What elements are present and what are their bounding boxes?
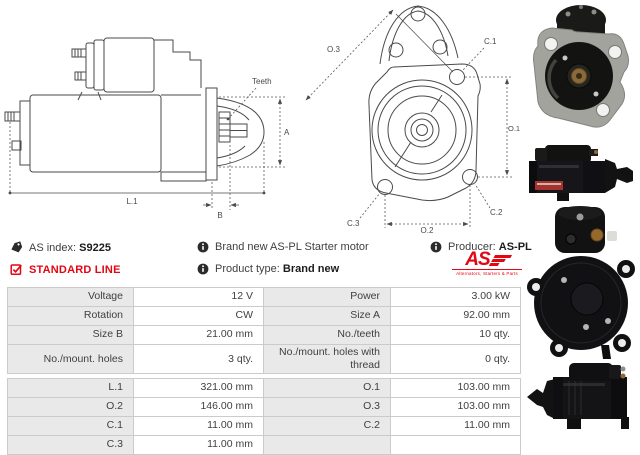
spec-label-cell: No./mount. holes with thread <box>263 343 391 375</box>
table-row: L.1 321.00 mm O.1 103.00 mm <box>7 378 521 398</box>
as-index-label: AS index: <box>29 241 77 254</box>
table-row: O.2 146.00 mm O.3 103.00 mm <box>7 397 521 417</box>
table-row: No./mount. holes 3 qty. No./mount. holes… <box>7 343 521 375</box>
table-row: C.1 11.00 mm C.2 11.00 mm <box>7 416 521 436</box>
dim-label-cell: O.1 <box>263 378 391 398</box>
dim-label-o1: O.1 <box>508 124 520 133</box>
producer-value: AS-PL <box>498 241 532 253</box>
spec-label-cell: No./mount. holes <box>7 343 134 375</box>
spec-value-cell: 21.00 mm <box>133 325 264 345</box>
dim-label-cell: O.2 <box>7 397 134 417</box>
as-pl-logo: AS Alternators, Starters & Parts <box>452 249 522 276</box>
spec-label-cell: Power <box>263 287 391 307</box>
brand-new-text: Brand new AS-PL Starter motor <box>215 241 369 253</box>
technical-drawing-side-view: Teeth A L.1 B <box>4 37 290 220</box>
dim-label-c1: C.1 <box>484 37 497 46</box>
product-photo-flange-view <box>533 5 629 128</box>
spec-table: Voltage 12 V Power 3.00 kW Rotation CW S… <box>7 287 521 375</box>
producer-row: Producer: AS-PL <box>430 241 532 253</box>
standard-line-row: STANDARD LINE <box>10 263 121 276</box>
dim-label-a: A <box>284 128 290 137</box>
dim-label-cell: O.3 <box>263 397 391 417</box>
spec-label-cell: Size A <box>263 306 391 326</box>
as-pl-logo-text: AS <box>465 249 490 270</box>
table-row: Rotation CW Size A 92.00 mm <box>7 306 521 326</box>
producer-label: Producer: <box>448 241 496 253</box>
as-index-text: AS index: S9225 <box>29 242 111 254</box>
dim-label-c3: C.3 <box>347 219 360 228</box>
table-row: Size B 21.00 mm No./teeth 10 qty. <box>7 325 521 345</box>
dim-label-c2: C.2 <box>490 208 503 217</box>
dim-value-cell: 11.00 mm <box>133 416 264 436</box>
table-row: C.3 11.00 mm <box>7 435 521 455</box>
product-type-row: Product type: Brand new <box>197 263 339 275</box>
spec-value-cell: 0 qty. <box>390 343 521 375</box>
spec-value-cell: 3 qty. <box>133 343 264 375</box>
mount-hole-c1 <box>449 69 465 85</box>
brand-new-row: Brand new AS-PL Starter motor <box>197 241 369 253</box>
dim-label-cell: C.2 <box>263 416 391 436</box>
dimensions-table: L.1 321.00 mm O.1 103.00 mm O.2 146.00 m… <box>7 378 521 455</box>
info-icon <box>197 263 209 275</box>
dim-value-cell: 11.00 mm <box>390 416 521 436</box>
tag-icon <box>11 241 23 253</box>
dim-value-cell: 321.00 mm <box>133 378 264 398</box>
dim-label-o3: O.3 <box>327 45 340 54</box>
as-pl-logo-stripes <box>488 255 512 266</box>
product-photo-rear-view <box>527 206 635 359</box>
spec-value-cell: 12 V <box>133 287 264 307</box>
dim-value-cell: 103.00 mm <box>390 378 521 398</box>
spec-value-cell: 3.00 kW <box>390 287 521 307</box>
product-photo-side-right <box>529 145 633 201</box>
dim-label-cell: C.1 <box>7 416 134 436</box>
as-pl-logo-mark: AS <box>452 249 522 270</box>
spec-value-cell: 10 qty. <box>390 325 521 345</box>
info-icon <box>197 241 209 253</box>
dim-label-b: B <box>217 211 222 220</box>
motor-body-outline <box>29 94 162 173</box>
mount-hole-c3 <box>377 179 393 195</box>
technical-drawing-front-view: O.3 C.1 O.1 C.2 C.3 O.2 <box>305 5 520 235</box>
checkbox-checked-icon <box>10 264 22 276</box>
solenoid-outline <box>103 37 155 93</box>
dim-value-cell <box>390 435 521 455</box>
producer-text: Producer: AS-PL <box>448 241 532 253</box>
dim-label-o2: O.2 <box>421 226 434 235</box>
as-pl-logo-tagline: Alternators, Starters & Parts <box>452 268 522 276</box>
dim-value-cell: 11.00 mm <box>133 435 264 455</box>
standard-line-label: STANDARD LINE <box>29 263 121 276</box>
as-index-row: AS index: S9225 <box>10 241 111 254</box>
spec-label-cell: Voltage <box>7 287 134 307</box>
spec-label-cell: Size B <box>7 325 134 345</box>
dim-label-cell: C.3 <box>7 435 134 455</box>
table-row: Voltage 12 V Power 3.00 kW <box>7 287 521 307</box>
dim-value-cell: 146.00 mm <box>133 397 264 417</box>
info-icon <box>430 241 442 253</box>
dim-label-l1: L.1 <box>126 197 138 206</box>
product-type-value: Brand new <box>282 263 340 275</box>
dim-label-teeth: Teeth <box>252 77 272 86</box>
product-type-text: Product type: Brand new <box>215 263 339 275</box>
mount-hole-c2 <box>462 169 478 185</box>
product-type-label: Product type: <box>215 263 280 275</box>
dim-value-cell: 103.00 mm <box>390 397 521 417</box>
spec-value-cell: 92.00 mm <box>390 306 521 326</box>
spec-value-cell: CW <box>133 306 264 326</box>
dim-label-cell: L.1 <box>7 378 134 398</box>
pinion-gear <box>218 111 231 143</box>
spec-label-cell: Rotation <box>7 306 134 326</box>
as-index-value: S9225 <box>79 241 111 254</box>
spec-label-cell: No./teeth <box>263 325 391 345</box>
product-photo-side-left <box>527 363 629 429</box>
dim-label-cell <box>263 435 391 455</box>
